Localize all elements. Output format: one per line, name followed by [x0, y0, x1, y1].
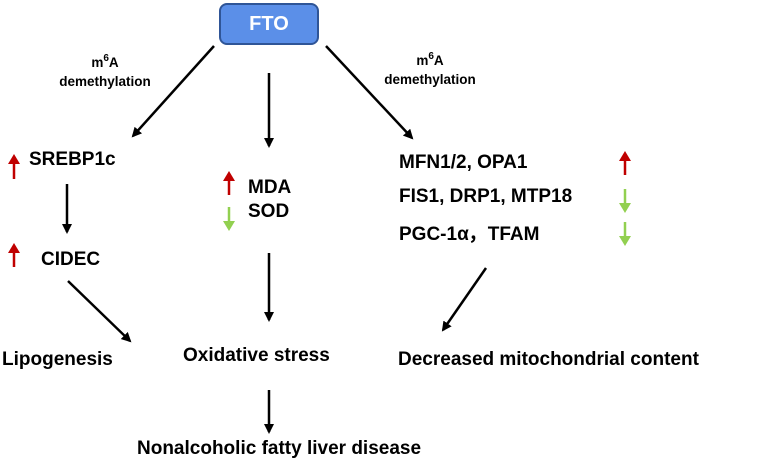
fto-label: FTO — [249, 12, 289, 35]
mfn-opa1-label: MFN1/2, OPA1 — [399, 152, 528, 173]
arrow-cidec-to-lipogenesis — [67, 280, 132, 343]
arrow-fto-to-mfn — [325, 45, 414, 140]
arrow-right-to-mito — [441, 267, 488, 332]
down-arrow-icon — [619, 222, 631, 246]
pgc1a-tfam-label: PGC-1α，TFAM — [399, 224, 540, 245]
lipogenesis-label: Lipogenesis — [2, 349, 113, 370]
fis1-drp1-mtp18-label: FIS1, DRP1, MTP18 — [399, 186, 573, 207]
sod-label: SOD — [248, 201, 290, 222]
mda-label: MDA — [248, 177, 292, 198]
arrow-fto-to-srebp — [131, 45, 215, 138]
left-edge-label: m6A demethylation — [59, 53, 151, 89]
nafld-label: Nonalcoholic fatty liver disease — [137, 438, 422, 459]
oxidative-stress-label: Oxidative stress — [183, 345, 330, 366]
down-arrow-icon — [223, 207, 235, 231]
up-arrow-icon — [8, 154, 20, 179]
down-arrow-icon — [619, 189, 631, 213]
decreased-mito-label: Decreased mitochondrial content — [398, 349, 699, 370]
up-arrow-icon — [223, 171, 235, 195]
right-edge-label: m6A demethylation — [384, 51, 476, 87]
fto-node: FTO — [219, 3, 319, 45]
srebp1c-label: SREBP1c — [29, 149, 116, 170]
cidec-label: CIDEC — [41, 249, 101, 270]
up-arrow-icon — [8, 243, 20, 267]
up-arrow-icon — [619, 151, 631, 175]
